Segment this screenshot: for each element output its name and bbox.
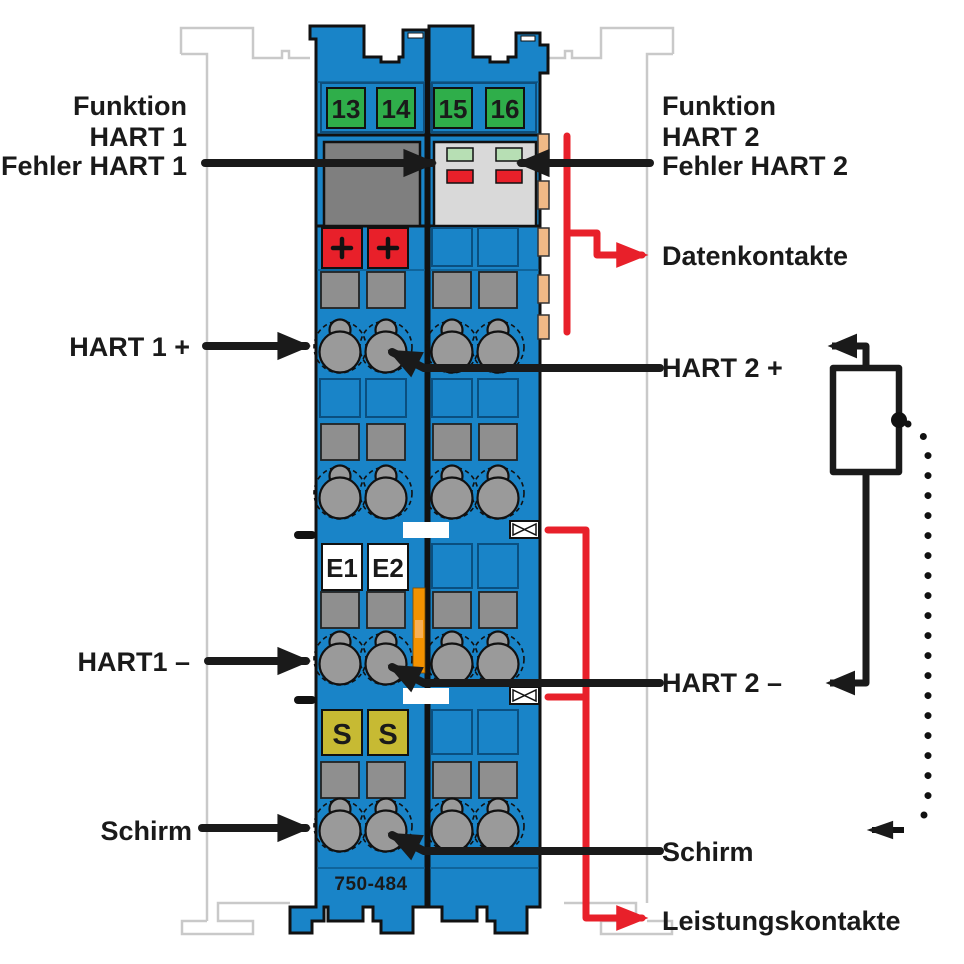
transmitter-plus-arrow (827, 333, 870, 368)
plus-marker-plates (321, 227, 409, 269)
clamp-recess-right (431, 82, 537, 133)
callout-arrows (198, 148, 664, 861)
rail-outline-right-edge (645, 52, 673, 903)
label-schirm-left: Schirm (100, 816, 192, 846)
rail-outline-bottom-left (180, 901, 290, 936)
shield-marker-plates: S S (321, 709, 409, 756)
clamp-number-section: 13 14 15 16 (320, 82, 537, 133)
label-fehler-hart1: Fehler HART 1 (1, 151, 187, 181)
plus-icon (330, 236, 400, 260)
label-funktion-right: Funktion (662, 91, 776, 121)
clamp-number-16: 16 (491, 94, 520, 124)
clamp-plate-13 (326, 87, 366, 129)
shield-tap-dot (891, 412, 907, 428)
bowtie-contact-upper (509, 520, 540, 539)
red-contact-lines (544, 132, 649, 931)
label-hart1-plus: HART 1 + (69, 332, 190, 362)
din-rail-outline (179, 26, 675, 936)
conductor-slots (319, 227, 519, 755)
top-latch-slot-right (520, 35, 536, 42)
transmitter-symbol (825, 333, 932, 840)
clamp-plate-14 (376, 87, 416, 129)
clamp-plate-15 (433, 87, 473, 129)
top-latch-slot-left (407, 32, 424, 39)
error-led-hart1 (446, 169, 474, 184)
rail-outline-left-edge (181, 52, 209, 921)
white-notch-upper (403, 522, 449, 538)
hart2-minus-arrow (387, 663, 664, 693)
rail-outline-top-right (544, 26, 675, 60)
marker-s1: S (332, 719, 351, 751)
transmitter-body (829, 364, 903, 476)
label-hart2-plus: HART 2 + (662, 353, 783, 383)
label-hart1-minus: HART1 – (77, 647, 190, 677)
label-hart1: HART 1 (89, 122, 187, 152)
clamp-recess-left (320, 82, 425, 133)
label-display-area (322, 140, 422, 228)
label-hart2-minus: HART 2 – (662, 668, 782, 698)
function-led-hart2 (495, 147, 523, 162)
bowtie-contact-lower (509, 686, 540, 705)
clamp-number-14: 14 (382, 94, 411, 124)
clamp-number-13: 13 (332, 94, 361, 124)
minus-mark-lower (294, 696, 316, 704)
clamp-plate-16 (485, 87, 525, 129)
label-hart2: HART 2 (662, 122, 760, 152)
callout-labels: Funktion HART 1 Fehler HART 1 Funktion H… (1, 91, 901, 936)
power-contacts-arrow (544, 526, 649, 931)
label-fehler-hart2: Fehler HART 2 (662, 151, 848, 181)
minus-mark-upper (294, 531, 316, 539)
shield-dotted-line (904, 420, 932, 830)
io-modules: 13 14 15 16 (288, 24, 550, 935)
led-panel (432, 140, 538, 228)
error-led-hart2 (495, 169, 523, 184)
label-datenkontakte: Datenkontakte (662, 241, 848, 271)
module-model-number: 750-484 (334, 874, 407, 895)
rail-outline-top-left (179, 26, 310, 60)
hart2-plus-arrow (387, 348, 664, 378)
marker-e1: E1 (326, 553, 358, 583)
marker-s2: S (378, 719, 397, 751)
transmitter-minus-arrow (825, 472, 870, 696)
schirm-right-arrow (387, 831, 664, 861)
function-led-hart1 (446, 147, 474, 162)
input-marker-plates: E1 E2 (321, 543, 409, 591)
label-funktion-left: Funktion (73, 91, 187, 121)
release-latch (412, 587, 426, 674)
label-leistungskontakte: Leistungskontakte (662, 906, 901, 936)
white-notch-lower (403, 688, 449, 704)
data-contact-tabs (537, 133, 550, 340)
marker-e2: E2 (372, 553, 404, 583)
label-schirm-right: Schirm (662, 837, 754, 867)
data-contacts-arrow (563, 229, 649, 268)
clamp-number-15: 15 (439, 94, 468, 124)
